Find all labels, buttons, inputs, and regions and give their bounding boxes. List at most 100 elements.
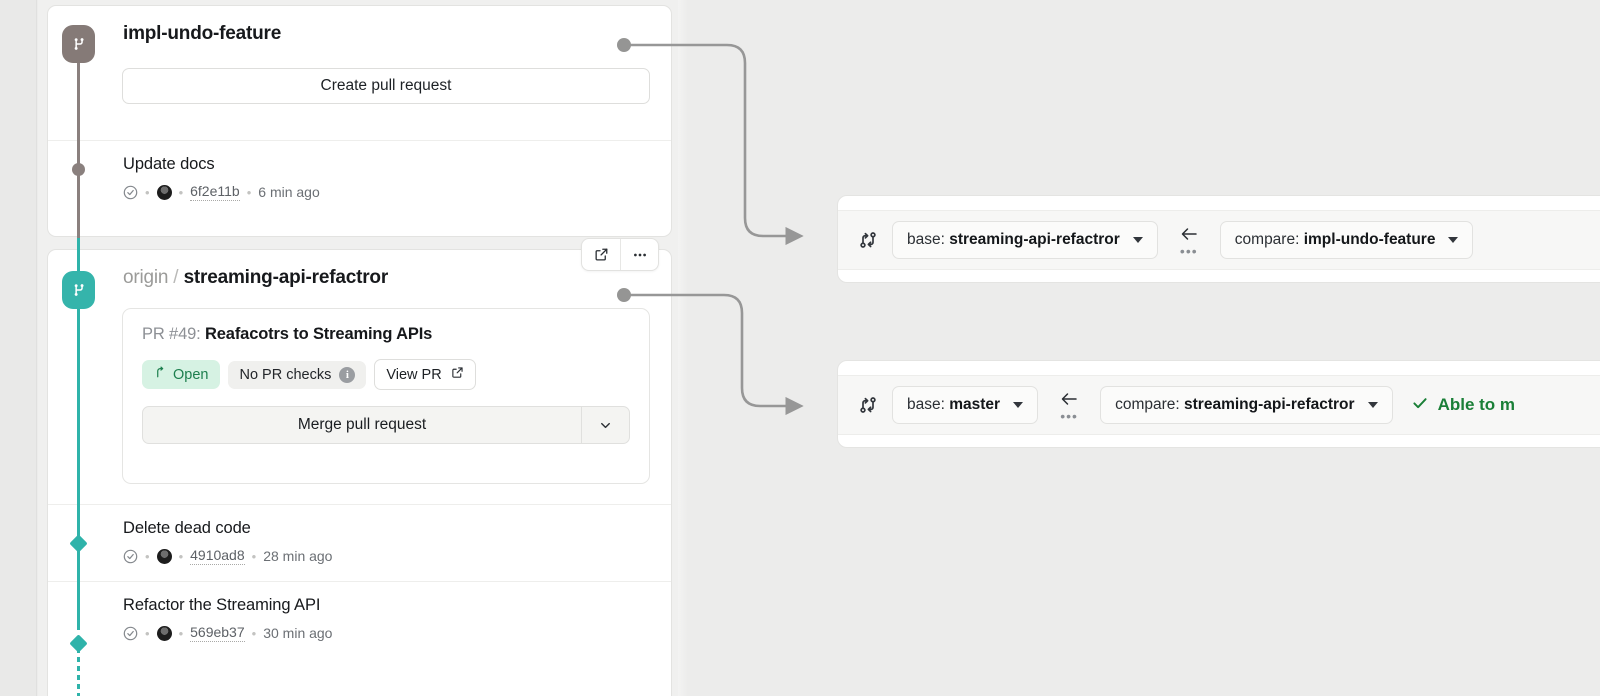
commit-sha[interactable]: 569eb37 (190, 624, 245, 642)
compare-branch-select[interactable]: compare: impl-undo-feature (1219, 221, 1474, 259)
avatar (156, 184, 172, 200)
compare-branch-select[interactable]: compare: streaming-api-refactror (1100, 386, 1393, 424)
connector-anchor-local (617, 38, 631, 52)
create-pull-request-button[interactable]: Create pull request (122, 68, 650, 104)
connector-anchor-origin (617, 288, 631, 302)
remote-prefix-label: origin (123, 267, 169, 288)
commit-row[interactable]: Refactor the Streaming API • • 569eb37 •… (48, 581, 671, 658)
commit-title: Refactor the Streaming API (123, 596, 321, 614)
commit-meta: • • 4910ad8 • 28 min ago (123, 547, 671, 565)
meta-separator: • (178, 548, 184, 564)
timeline-spine-dotted (77, 648, 80, 696)
commit-timestamp: 6 min ago (258, 184, 320, 200)
check-circle-icon (123, 549, 138, 564)
view-pr-label: View PR (386, 366, 442, 383)
branch-card-origin: origin / streaming-api-refactror PR #49:… (47, 238, 672, 696)
branch-header-row: origin / streaming-api-refactror PR #49:… (48, 250, 671, 504)
branch-header[interactable]: impl-undo-feature (48, 6, 671, 62)
check-circle-icon (123, 185, 138, 200)
compare-label: compare: impl-undo-feature (1234, 231, 1436, 248)
pull-request-badges: Open No PR checks i View PR (142, 359, 630, 390)
base-branch-select[interactable]: base: master (892, 386, 1039, 424)
status-badge-checks[interactable]: No PR checks i (228, 360, 367, 389)
chevron-down-icon (1367, 402, 1378, 408)
card-action-group (581, 238, 659, 271)
swap-refs-button[interactable]: ••• (1052, 390, 1086, 424)
external-link-icon[interactable] (582, 239, 620, 270)
info-icon[interactable]: i (339, 366, 356, 383)
commit-row[interactable]: Update docs • • 6f2e11b • 6 min ago (48, 140, 671, 217)
meta-separator: • (178, 625, 184, 641)
branch-name-label: streaming-api-refactror (183, 267, 389, 288)
swap-dots-label: ••• (1179, 243, 1198, 259)
pull-request-number: PR #49: (142, 325, 201, 343)
commit-meta: • • 6f2e11b • 6 min ago (123, 183, 671, 201)
merge-status-label: Able to m (1437, 395, 1516, 414)
view-pr-button[interactable]: View PR (374, 359, 476, 390)
chevron-down-icon (1013, 402, 1024, 408)
base-branch-select[interactable]: base: streaming-api-refactror (892, 221, 1158, 259)
swap-refs-button[interactable]: ••• (1172, 225, 1206, 259)
compare-toolbar: base: master ••• compare: (838, 375, 1600, 435)
external-link-icon (451, 366, 464, 383)
arrow-left-icon (1178, 225, 1200, 248)
status-badge-open-label: Open (173, 366, 209, 383)
commit-timestamp: 30 min ago (263, 625, 333, 641)
check-circle-icon (123, 626, 138, 641)
meta-separator: • (246, 184, 252, 200)
compare-card: base: master ••• compare: (837, 360, 1600, 448)
timeline-spine-teal (77, 238, 80, 630)
avatar (156, 548, 172, 564)
git-branch-icon-badge-local (62, 25, 95, 63)
commit-title: Update docs (123, 155, 215, 173)
commit-title: Delete dead code (123, 519, 251, 537)
commit-marker-dot (72, 163, 85, 176)
checks-badge-label: No PR checks (239, 366, 332, 383)
meta-separator: • (251, 548, 257, 564)
branch-name-label: impl-undo-feature (123, 23, 282, 44)
base-label: base: master (907, 396, 1001, 413)
merge-pull-request-split-button: Merge pull request (142, 406, 630, 444)
git-compare-icon (858, 395, 878, 415)
meta-separator: • (145, 184, 150, 200)
compare-panel: base: streaming-api-refactror ••• (678, 0, 1600, 696)
commit-row[interactable]: Delete dead code • • 4910ad8 • 28 min ag… (48, 504, 671, 581)
timeline-spine-gray (77, 58, 80, 258)
status-badge-open: Open (142, 360, 221, 389)
chevron-down-icon[interactable] (581, 407, 629, 443)
base-label: base: streaming-api-refactror (907, 231, 1120, 248)
arrow-left-icon (1058, 390, 1080, 413)
remote-separator: / (173, 267, 179, 288)
avatar (156, 625, 172, 641)
commit-meta: • • 569eb37 • 30 min ago (123, 624, 671, 642)
compare-toolbar: base: streaming-api-refactror ••• (838, 210, 1600, 270)
pull-request-title-row: PR #49: Reafacotrs to Streaming APIs (142, 325, 630, 344)
merge-status: Able to m (1411, 394, 1515, 417)
pull-request-box: PR #49: Reafacotrs to Streaming APIs Ope… (122, 308, 650, 484)
swap-dots-label: ••• (1060, 408, 1078, 424)
ellipsis-icon[interactable] (620, 239, 658, 270)
left-gutter (0, 0, 37, 696)
meta-separator: • (178, 184, 184, 200)
branch-header[interactable]: origin / streaming-api-refactror (48, 250, 671, 306)
meta-separator: • (145, 548, 150, 564)
commit-sha[interactable]: 6f2e11b (190, 183, 240, 201)
git-branch-icon-badge-origin (62, 271, 95, 309)
pull-request-open-icon (154, 366, 167, 383)
git-compare-icon (858, 230, 878, 250)
commit-timestamp: 28 min ago (263, 548, 333, 564)
branch-card-local: impl-undo-feature Create pull request Up… (47, 5, 672, 237)
compare-label: compare: streaming-api-refactror (1115, 396, 1355, 413)
merge-pull-request-button[interactable]: Merge pull request (297, 416, 427, 433)
branch-header-row: impl-undo-feature Create pull request (48, 6, 671, 140)
chevron-down-icon (1132, 237, 1143, 243)
check-icon (1411, 394, 1429, 417)
commit-sha[interactable]: 4910ad8 (190, 547, 245, 565)
branch-list-column: impl-undo-feature Create pull request Up… (38, 0, 678, 696)
chevron-down-icon (1448, 237, 1459, 243)
compare-card: base: streaming-api-refactror ••• (837, 195, 1600, 283)
meta-separator: • (251, 625, 257, 641)
panel-edge-shadow (678, 0, 688, 696)
meta-separator: • (145, 625, 150, 641)
